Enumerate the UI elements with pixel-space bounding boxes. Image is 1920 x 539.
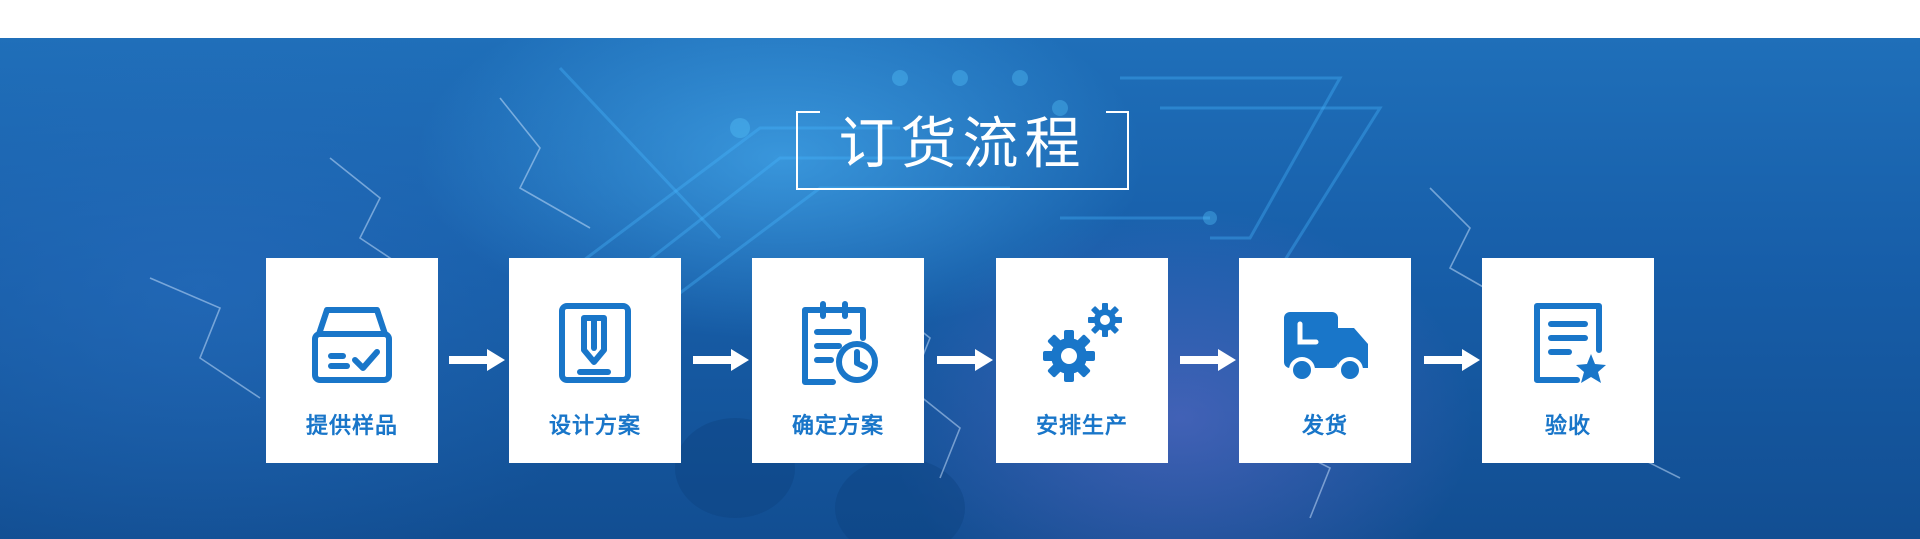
step-label: 确定方案 bbox=[791, 414, 884, 439]
step-card-design-plan: 设计方案 bbox=[509, 258, 681, 463]
step-label: 验收 bbox=[1544, 414, 1591, 439]
document-star-icon bbox=[1534, 303, 1606, 383]
arrow-right-icon bbox=[449, 349, 505, 371]
step-card-ship: 发货 bbox=[1239, 258, 1411, 463]
arrow-right-icon bbox=[1424, 349, 1480, 371]
step-card-provide-sample: 提供样品 bbox=[266, 258, 438, 463]
arrow-right-icon bbox=[937, 349, 993, 371]
title-bracket-frame bbox=[796, 111, 1129, 190]
box-check-icon bbox=[312, 307, 392, 383]
top-white-strip bbox=[0, 0, 1920, 38]
step-label: 提供样品 bbox=[305, 414, 398, 439]
delivery-truck-icon bbox=[1284, 312, 1368, 383]
section-title: 订货流程 bbox=[838, 112, 1087, 177]
step-label: 发货 bbox=[1301, 414, 1348, 439]
gears-icon bbox=[1043, 303, 1122, 382]
step-card-confirm-plan: 确定方案 bbox=[752, 258, 924, 463]
step-label: 安排生产 bbox=[1035, 414, 1128, 439]
clipboard-clock-icon bbox=[802, 301, 878, 385]
step-label: 设计方案 bbox=[548, 414, 641, 439]
circuit-background-decoration bbox=[149, 66, 1681, 539]
arrow-right-icon bbox=[693, 349, 749, 371]
step-card-acceptance: 验收 bbox=[1482, 258, 1654, 463]
design-doc-icon bbox=[559, 303, 631, 383]
section-title-block: 订货流程 bbox=[796, 100, 1129, 190]
step-card-arrange-production: 安排生产 bbox=[996, 258, 1168, 463]
arrow-right-icon bbox=[1180, 349, 1236, 371]
